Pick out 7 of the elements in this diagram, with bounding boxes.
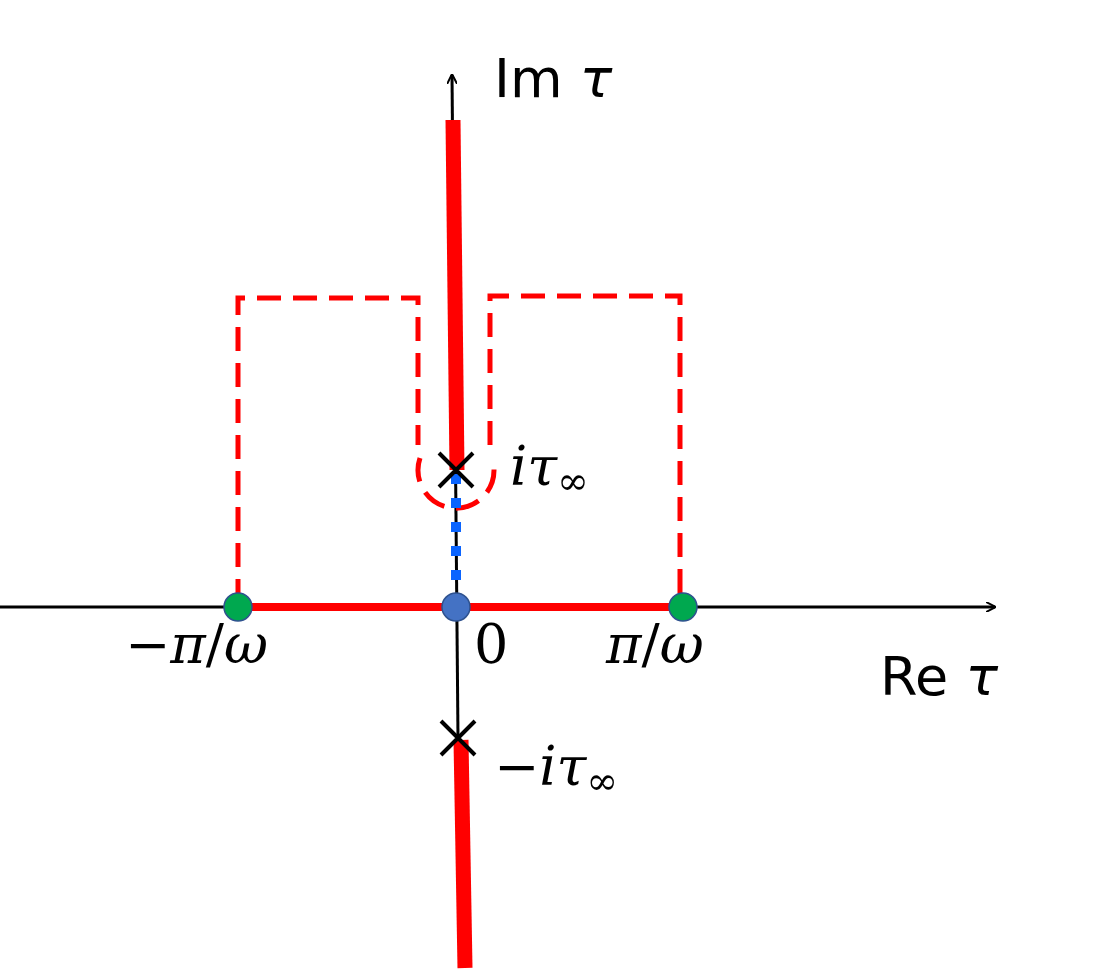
- axis-label: Re τ: [880, 650, 998, 704]
- tick-label: −π/ω: [125, 618, 268, 672]
- tick-label: 0: [474, 618, 509, 672]
- axis-label: Im τ: [494, 52, 613, 106]
- point-label: −iτ$_{∞}$: [494, 740, 618, 802]
- point-label: iτ$_{∞}$: [510, 440, 589, 502]
- tick-label: π/ω: [606, 618, 704, 672]
